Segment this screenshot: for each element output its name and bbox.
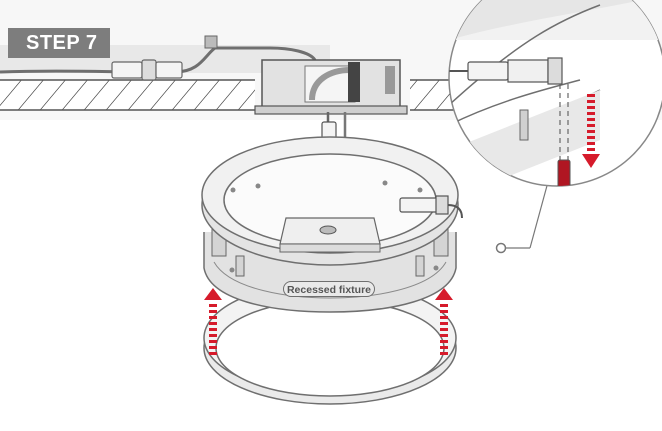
- cable: [0, 46, 317, 74]
- fixture-body: [201, 136, 459, 313]
- junction-box: [254, 59, 408, 115]
- fixture-label: Recessed fixture: [283, 281, 375, 297]
- detail-magnifier: [448, 0, 662, 187]
- callout-dot: [495, 242, 507, 254]
- down-arrow-icon: [582, 94, 600, 168]
- trim-ring: [203, 281, 457, 405]
- fixture-connector: [399, 195, 463, 219]
- driver-box: [204, 35, 218, 49]
- cable-connector: [111, 59, 183, 81]
- ceiling-hatch: [0, 79, 470, 111]
- up-arrow-icon: [204, 288, 222, 355]
- step-badge: STEP 7: [8, 28, 110, 58]
- up-arrow-icon: [435, 288, 453, 355]
